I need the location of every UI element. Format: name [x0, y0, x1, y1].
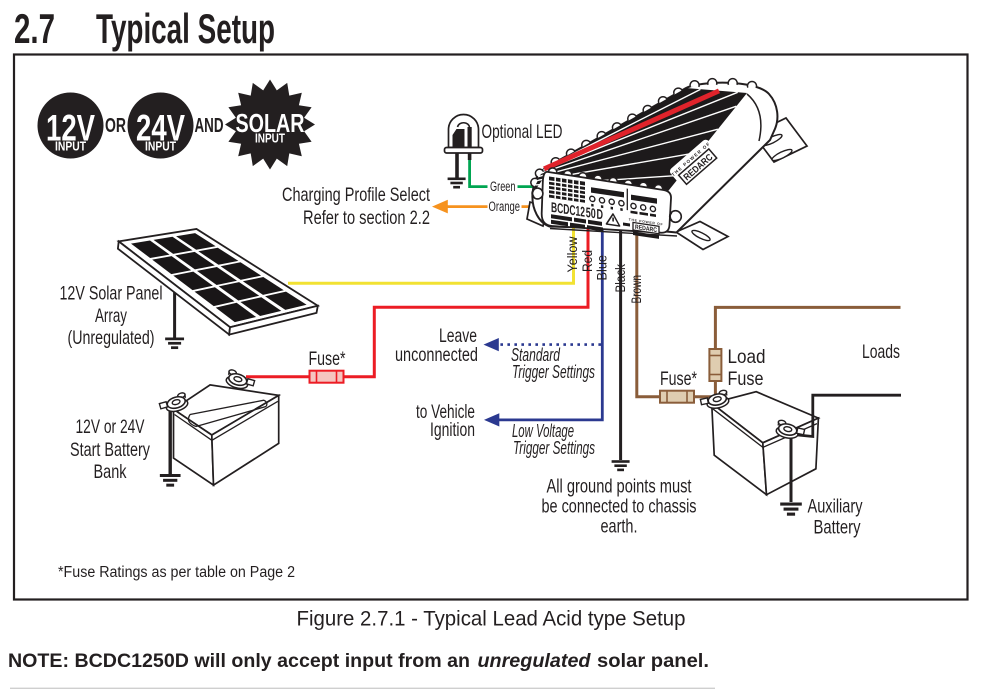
- ground-start-battery: [159, 474, 181, 487]
- page-title: Typical Setup: [96, 5, 275, 52]
- label-ignition-1: to Vehicle: [416, 401, 475, 423]
- device-flange-bottom: [674, 220, 730, 251]
- device-led-group-2: [630, 194, 657, 217]
- svg-text:THE POWER OF: THE POWER OF: [629, 218, 664, 227]
- label-fuse-start: Fuse*: [309, 348, 346, 370]
- label-wire-red: Red: [580, 250, 595, 272]
- badge-joiner-and: AND: [195, 115, 224, 137]
- clipped-text-artifact: [10, 687, 715, 689]
- ground-chassis: [611, 460, 630, 472]
- ground-led: [447, 177, 466, 189]
- note-prefix: NOTE: BCDC1250D will only accept input f…: [8, 650, 470, 672]
- device-front-logo: THE POWER OF REDARC: [629, 218, 664, 239]
- svg-text:24V: 24V: [136, 108, 185, 149]
- label-load-fuse-1: Load: [728, 346, 766, 368]
- svg-text:SOLAR: SOLAR: [236, 108, 305, 138]
- label-solar-2: Array: [95, 305, 127, 327]
- device-screws: [531, 187, 683, 224]
- label-aux-battery-2: Battery: [814, 517, 861, 539]
- label-charging-profile-1: Charging Profile Select: [282, 184, 430, 206]
- label-start-battery-3: Bank: [94, 461, 127, 483]
- label-start-battery-2: Start Battery: [70, 439, 150, 461]
- label-solar-3: (Unregulated): [68, 327, 155, 349]
- svg-text:REDARC: REDARC: [635, 224, 657, 234]
- label-wire-orange: Orange: [489, 199, 521, 214]
- note-suffix: solar panel.: [597, 650, 709, 672]
- wire-brown-loads-2: [713, 305, 901, 349]
- svg-text:BCDC12: BCDC12: [551, 199, 585, 220]
- badge-solar-input: SOLAR INPUT: [225, 79, 315, 170]
- wire-blue: [498, 228, 604, 422]
- section-number: 2.7: [14, 5, 55, 52]
- fuse-start-symbol: [308, 369, 345, 384]
- device-text-blocks: [551, 214, 603, 232]
- label-low-voltage-1: Low Voltage: [512, 421, 574, 441]
- svg-text:INPUT: INPUT: [255, 132, 285, 146]
- badge-joiner-or: OR: [105, 115, 126, 137]
- label-solar-1: 12V Solar Panel: [60, 283, 163, 305]
- device-red-stripe: [543, 88, 721, 172]
- label-low-voltage-2: Trigger Settings: [513, 438, 595, 458]
- label-leave-2: unconnected: [395, 344, 478, 366]
- device-display: [549, 176, 585, 203]
- note-emphasis: unregulated: [478, 650, 592, 672]
- label-wire-blue: Blue: [595, 255, 610, 281]
- label-leave-1: Leave: [439, 325, 477, 347]
- wire-brown: [635, 230, 660, 399]
- label-aux-battery-1: Auxiliary: [808, 496, 863, 518]
- device-fin-bumps-cap: [530, 168, 545, 188]
- label-wire-brown: Brown: [629, 275, 644, 304]
- label-optional-led: Optional LED: [482, 121, 563, 143]
- label-wire-black: Black: [613, 264, 628, 293]
- svg-text:D: D: [597, 206, 604, 223]
- label-start-battery-1: 12V or 24V: [76, 416, 145, 438]
- solar-panel: [116, 228, 321, 337]
- svg-text:INPUT: INPUT: [145, 140, 176, 154]
- wire-black-loads: [792, 393, 901, 439]
- label-charging-profile-2: Refer to section 2.2: [303, 207, 430, 229]
- svg-text:12V: 12V: [46, 108, 95, 149]
- fuse-load-symbol: [708, 348, 723, 382]
- label-standard-2: Trigger Settings: [512, 362, 595, 382]
- label-ground-note-3: earth.: [601, 516, 638, 538]
- arrow-blue-solid: [484, 413, 500, 427]
- label-fuse-aux: Fuse*: [660, 368, 697, 390]
- device-warning-icon: [605, 213, 630, 227]
- device-model-label: BCDC12 50 D: [551, 199, 603, 223]
- charger-device: THE POWER OF REDARC: [526, 77, 809, 251]
- label-load-fuse-2: Fuse: [728, 368, 764, 390]
- fuse-footnote: *Fuse Ratings as per table on Page 2: [58, 564, 295, 581]
- label-standard-1: Standard: [511, 345, 561, 365]
- label-wire-green: Green: [490, 179, 516, 194]
- led-symbol: [443, 113, 484, 178]
- wire-yellow: [288, 226, 575, 285]
- device-led-group-1: [589, 187, 625, 212]
- label-ground-note-1: All ground points must: [547, 476, 692, 498]
- arrow-orange: [432, 199, 448, 214]
- figure-caption: Figure 2.7.1 - Typical Lead Acid type Se…: [297, 607, 686, 631]
- svg-text:50: 50: [586, 204, 596, 221]
- svg-text:INPUT: INPUT: [55, 140, 86, 154]
- badge-24v-input: 24V INPUT: [127, 92, 194, 159]
- label-wire-yellow: Yellow: [565, 236, 580, 272]
- label-loads: Loads: [862, 341, 900, 363]
- ground-solar: [165, 337, 185, 350]
- aux-battery: [709, 390, 821, 497]
- ground-aux-battery: [780, 502, 802, 516]
- start-battery: [157, 368, 282, 487]
- fuse-aux-symbol: [659, 389, 695, 404]
- label-ignition-2: Ignition: [430, 419, 475, 441]
- badge-12v-input: 12V INPUT: [37, 92, 104, 159]
- wire-red: [344, 227, 590, 379]
- arrow-blue-dashed: [483, 338, 499, 352]
- label-ground-note-2: be connected to chassis: [542, 496, 697, 518]
- device-fins: [533, 88, 747, 195]
- figure-frame: [12, 53, 969, 601]
